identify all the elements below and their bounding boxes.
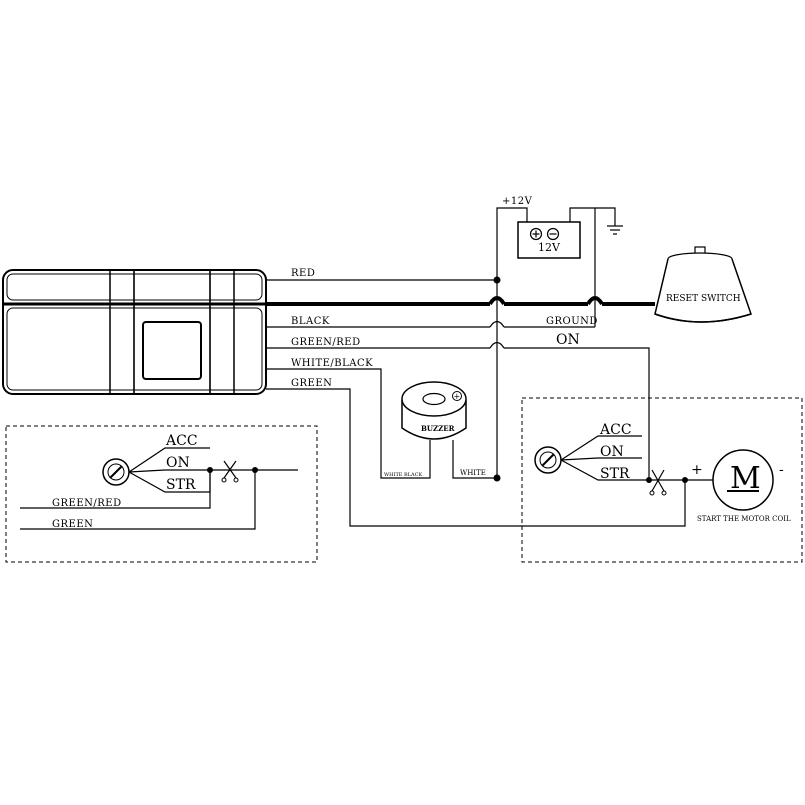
reset-switch-label: RESET SWITCH	[666, 294, 741, 304]
buzzer: + BUZZER	[401, 381, 467, 440]
right-inset: M + - START THE MOTOR COIL ACC ON STR	[521, 397, 803, 563]
right-str-label: STR	[600, 466, 630, 482]
reset-switch[interactable]: RESET SWITCH	[654, 246, 752, 323]
junction-dot	[493, 276, 501, 284]
wire-label-white: WHITE	[460, 469, 486, 477]
right-on-label: ON	[600, 444, 624, 460]
wire-label-green: GREEN	[291, 378, 332, 389]
wire-label-white-black-small: WHITE BLACK	[384, 472, 422, 478]
minus-terminal-icon	[546, 227, 560, 241]
control-module	[2, 269, 267, 395]
wire-label-on: ON	[556, 332, 580, 348]
motor-label: M	[730, 461, 761, 496]
supply-label: +12V	[502, 196, 533, 207]
left-green-label: GREEN	[52, 519, 93, 530]
motor-minus: -	[779, 462, 784, 478]
buzzer-label: BUZZER	[421, 424, 455, 433]
wire-label-white-black: WHITE/BLACK	[291, 358, 373, 369]
battery-voltage: 12V	[538, 241, 561, 254]
ground-icon	[607, 225, 623, 235]
cut-scissors-icon	[649, 469, 667, 496]
motor-plus: +	[691, 462, 703, 478]
right-acc-label: ACC	[599, 422, 632, 438]
motor-icon	[712, 449, 774, 511]
left-inset: ACC ON STR GREEN/RED GREEN	[5, 425, 318, 563]
left-str-label: STR	[166, 477, 196, 493]
wires	[266, 207, 686, 527]
plus-terminal-icon	[529, 227, 543, 241]
left-on-label: ON	[166, 455, 190, 471]
cut-scissors-icon	[221, 460, 239, 483]
battery: 12V	[517, 221, 581, 259]
junction-dot	[493, 474, 501, 482]
left-acc-label: ACC	[165, 433, 198, 449]
left-green-red-label: GREEN/RED	[52, 498, 122, 509]
buzzer-plus: +	[454, 392, 461, 401]
wire-label-ground: GROUND	[546, 316, 598, 327]
wire-label-red: RED	[291, 268, 315, 279]
wire-label-black: BLACK	[291, 316, 330, 327]
wire-label-green-red: GREEN/RED	[291, 337, 361, 348]
motor-caption: START THE MOTOR COIL	[697, 515, 791, 523]
